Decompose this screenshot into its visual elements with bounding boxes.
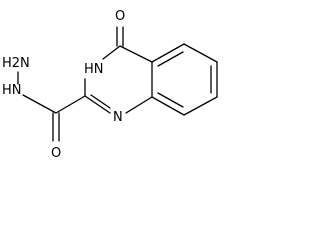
bond-c4a-c4 [119, 45, 153, 63]
atom-label-nh-ring: HN [84, 62, 104, 77]
bond-c2-camide [55, 95, 86, 114]
atom-label-nh2-terminal: H2N [2, 56, 30, 71]
bond-n1-c8a [125, 96, 153, 114]
bond-c4-n3 [102, 45, 121, 60]
bond-c7-c8 [183, 96, 218, 116]
atom-label-o-bottom: O [51, 146, 61, 161]
atom-label-nh-hydrazide: HN [2, 83, 22, 98]
atom-label-o-top: O [115, 9, 125, 24]
bond-c8-c8a [151, 96, 185, 116]
bond-c2-n1-inner [90, 94, 111, 109]
bond-c4a-c5 [151, 43, 185, 63]
bond-camide-nh [22, 94, 57, 114]
bond-c5-c6 [183, 43, 218, 63]
atom-labels: O HN N O HN H2N [2, 9, 125, 161]
bond-c8-c8a-inner [157, 92, 184, 108]
bond-c4a-c5-inner [157, 51, 184, 67]
chemical-structure: O HN N O HN H2N [2, 9, 218, 161]
atom-label-n-ring: N [113, 110, 123, 125]
bond-c2-n1 [84, 95, 111, 114]
bonds [17, 26, 218, 142]
